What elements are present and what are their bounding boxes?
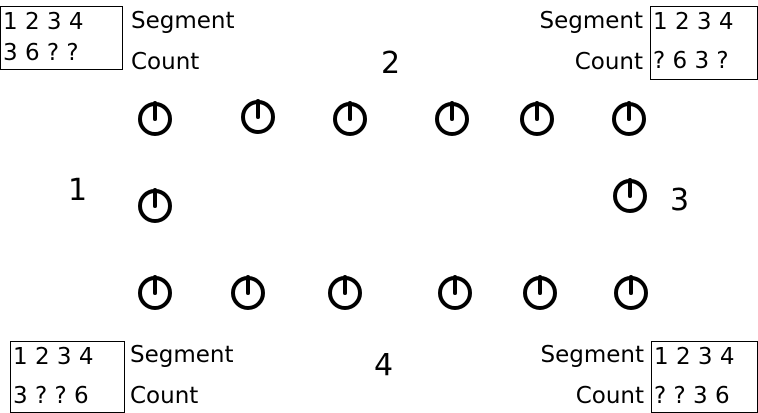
clue-segments-row: 1 2 3 4 (653, 9, 734, 35)
clue-box-top-left: 1 2 3 4 3 6 ? ? (0, 6, 123, 70)
clue-box-top-right: 1 2 3 4 ? 6 3 ? (650, 6, 758, 80)
power-knob-icon[interactable] (432, 99, 472, 139)
clue-segments-row: 1 2 3 4 (3, 9, 84, 35)
segment-label-top-right: Segment (539, 8, 644, 34)
power-knob-icon[interactable] (135, 273, 175, 313)
count-label-bottom-right: Count (575, 383, 644, 409)
power-knob-icon[interactable] (330, 99, 370, 139)
clue-counts-row: 3 ? ? 6 (13, 383, 89, 409)
clue-counts-row: ? ? 3 6 (654, 383, 730, 409)
power-knob-icon[interactable] (609, 99, 649, 139)
count-label-bottom-left: Count (130, 383, 199, 409)
power-knob-icon[interactable] (325, 273, 365, 313)
power-knob-icon[interactable] (435, 273, 475, 313)
clue-segments-row: 1 2 3 4 (13, 344, 94, 370)
count-label-top-right: Count (574, 49, 643, 75)
power-knob-icon[interactable] (520, 273, 560, 313)
count-label-top-left: Count (131, 49, 200, 75)
clue-segments-row: 1 2 3 4 (654, 344, 735, 370)
clue-counts-row: ? 6 3 ? (653, 48, 729, 74)
segment-label-top-left: Segment (131, 8, 235, 34)
segment-number-bottom: 4 (374, 348, 394, 383)
clue-counts-row: 3 6 ? ? (3, 40, 79, 66)
clue-box-bottom-right: 1 2 3 4 ? ? 3 6 (651, 341, 758, 413)
power-knob-icon[interactable] (228, 273, 268, 313)
power-knob-icon[interactable] (611, 273, 651, 313)
segment-number-right: 3 (670, 183, 690, 218)
segment-label-bottom-right: Segment (540, 342, 645, 368)
segment-label-bottom-left: Segment (130, 342, 234, 368)
power-knob-icon[interactable] (517, 99, 557, 139)
segment-number-left: 1 (68, 173, 88, 208)
power-knob-icon[interactable] (610, 176, 650, 216)
power-knob-icon[interactable] (135, 99, 175, 139)
segment-number-top: 2 (381, 46, 401, 81)
clue-box-bottom-left: 1 2 3 4 3 ? ? 6 (10, 341, 125, 413)
power-knob-icon[interactable] (238, 97, 278, 137)
power-knob-icon[interactable] (135, 186, 175, 226)
